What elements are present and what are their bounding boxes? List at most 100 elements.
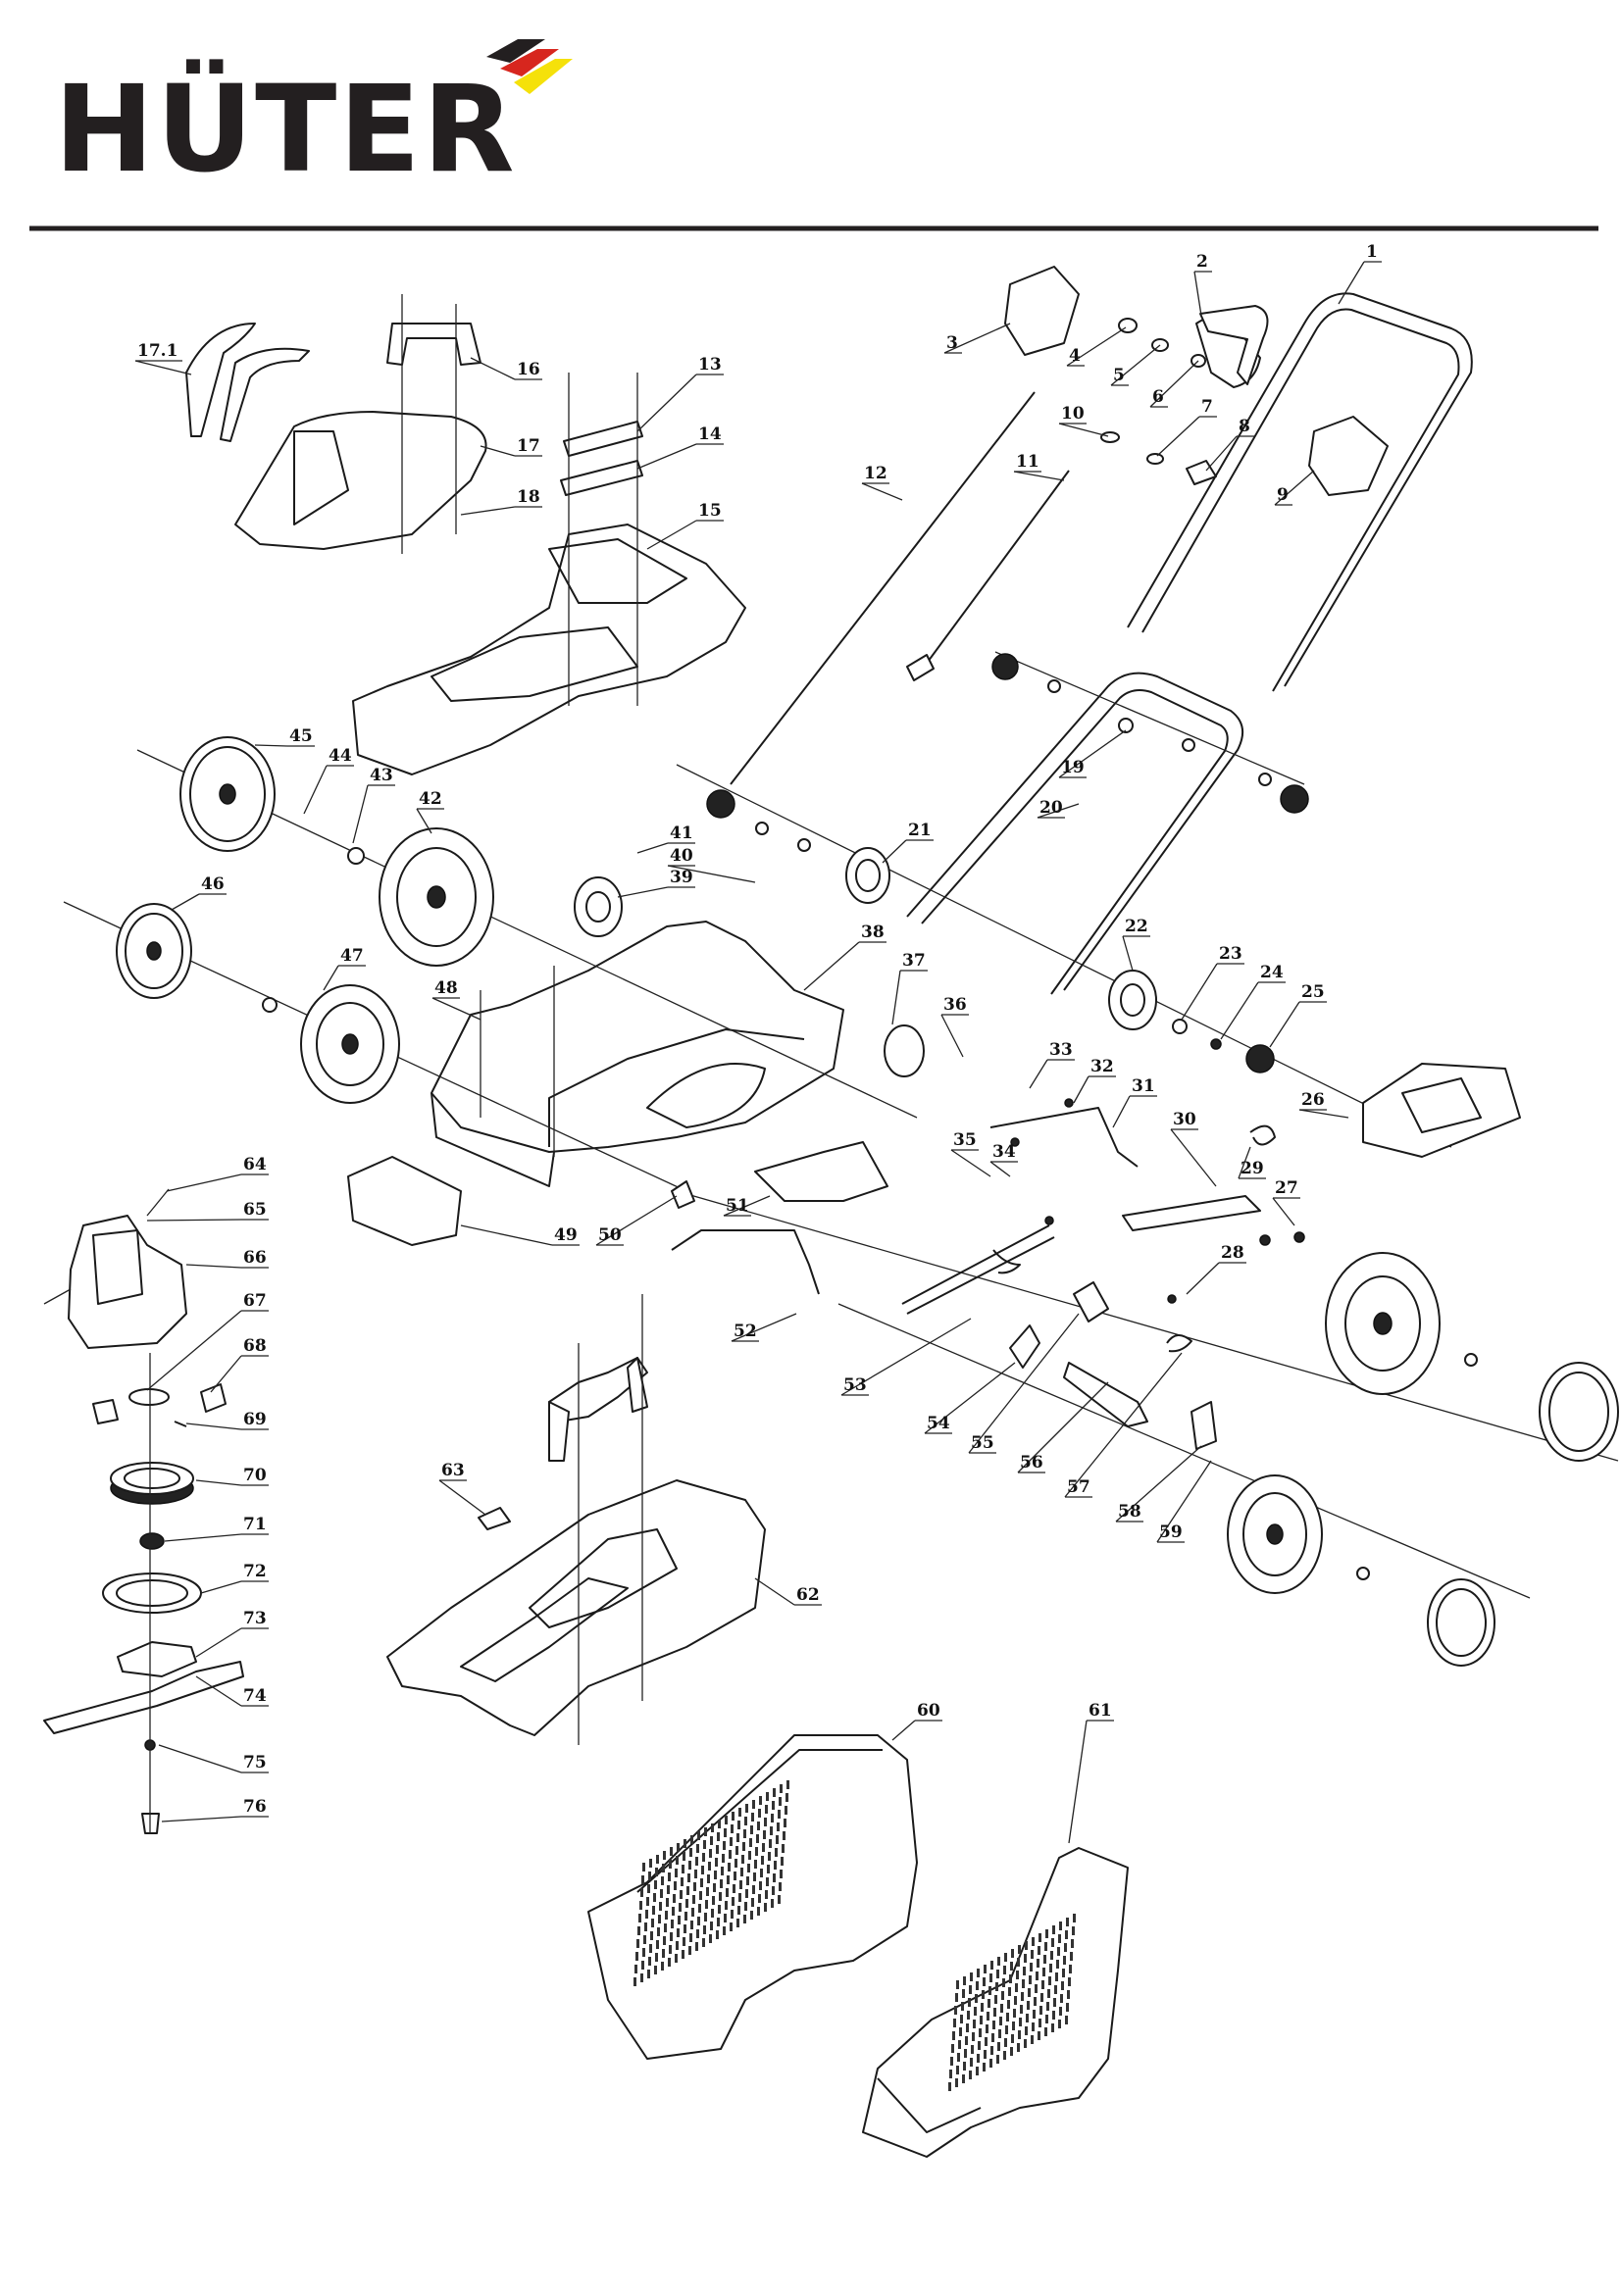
callout-number: 35 [953, 1130, 977, 1150]
vent-slit [684, 1924, 686, 1933]
vent-slit [1015, 1983, 1018, 1992]
vent-slit [700, 1878, 703, 1887]
vent-slit [1032, 2022, 1035, 2031]
callout-number: 42 [419, 789, 442, 809]
vent-slit [723, 1926, 726, 1935]
vent-slit [690, 1921, 693, 1929]
callout-16: 16 [470, 357, 542, 380]
leader-line [1170, 1128, 1217, 1187]
callout-5: 5 [1110, 344, 1161, 386]
callout-60: 60 [891, 1701, 942, 1741]
callout-number: 10 [1061, 404, 1085, 424]
callout-number: 12 [864, 464, 887, 483]
vent-slit [752, 1800, 755, 1809]
vent-slit [1071, 1939, 1074, 1948]
strip-14-part [560, 460, 643, 496]
vent-slit [704, 1827, 707, 1836]
vent-slit [1069, 1965, 1072, 1973]
callout-50: 50 [595, 1195, 678, 1246]
leader-line [1149, 360, 1199, 408]
vent-slit [674, 1881, 677, 1890]
wheel-47 [300, 984, 400, 1104]
callout-2: 2 [1193, 252, 1212, 317]
vent-slit [785, 1793, 788, 1802]
vent-slit [1009, 1974, 1012, 1983]
callout-number: 13 [698, 355, 722, 374]
callout-75: 75 [158, 1744, 269, 1773]
lower-handle-part [906, 672, 1244, 991]
vent-slit [983, 2063, 986, 2071]
leader-line [1338, 261, 1365, 305]
vent-slit [683, 1937, 685, 1946]
vent-slit [710, 1922, 713, 1930]
callout-number: 48 [434, 978, 458, 998]
vent-slit [962, 1989, 965, 1998]
leader-line [1115, 1445, 1202, 1522]
callout-3: 3 [943, 323, 1011, 354]
vent-slit [766, 1877, 769, 1886]
vent-slit [641, 1961, 644, 1970]
vent-slit [997, 1957, 1000, 1966]
vent-slit [695, 1857, 698, 1866]
height-wheel-22 [1108, 970, 1157, 1030]
vent-slit [1036, 1972, 1038, 1980]
vent-slit [967, 2011, 970, 2020]
trim-part [185, 323, 256, 437]
vent-slit [706, 1887, 709, 1896]
vent-slit [707, 1874, 710, 1883]
vent-slit [962, 2074, 965, 2083]
vent-slit [691, 1908, 694, 1917]
vent-slit [642, 1863, 645, 1872]
vent-slit [999, 2017, 1002, 2025]
callout-number: 53 [843, 1375, 867, 1395]
leader-line [438, 1479, 486, 1516]
vent-slit [1038, 1933, 1041, 1942]
callout-number: 40 [670, 846, 693, 866]
callout-27: 27 [1272, 1178, 1300, 1226]
vent-slit [782, 1844, 785, 1853]
vent-slit [728, 1863, 731, 1872]
vent-slit [764, 1818, 767, 1826]
vent-slit [730, 1922, 733, 1931]
callout-number: 67 [243, 1291, 267, 1311]
vent-slit [986, 2024, 988, 2033]
vent-slit [721, 1867, 724, 1875]
vent-slit [725, 1816, 728, 1824]
vent-slit [692, 1895, 695, 1904]
vent-slit [647, 1970, 650, 1978]
leader-line [1073, 1075, 1089, 1104]
vent-slit [973, 2020, 976, 2028]
vent-slit [709, 1849, 712, 1858]
bearing-71 [139, 1532, 165, 1550]
vent-slit [1018, 1945, 1021, 1954]
callout-65: 65 [146, 1200, 269, 1222]
vent-slit [956, 2066, 959, 2074]
vent-slit [969, 1985, 972, 1994]
vent-slit [778, 1810, 781, 1819]
vent-slit [717, 1918, 720, 1926]
leader-line [195, 1479, 242, 1486]
vent-slit [989, 1973, 992, 1982]
callout-55: 55 [968, 1313, 1080, 1454]
callout-number: 27 [1275, 1178, 1298, 1198]
callout-number: 59 [1159, 1522, 1183, 1542]
vent-slit [783, 1831, 785, 1840]
vent-slit [766, 1792, 769, 1801]
vent-slit [1073, 1914, 1076, 1922]
callout-61: 61 [1068, 1701, 1114, 1844]
wheel-front-right [1227, 1474, 1323, 1594]
vent-slit [696, 1929, 699, 1938]
vent-slit [1011, 1949, 1014, 1958]
vent-slit [1059, 1922, 1062, 1930]
vent-slit [720, 1879, 723, 1888]
vent-slit [975, 1994, 978, 2003]
callout-number: 64 [243, 1155, 267, 1174]
callout-69: 69 [185, 1410, 269, 1430]
leader-line [460, 506, 516, 516]
vent-slit [693, 1882, 696, 1891]
leader-line [1193, 271, 1202, 317]
vent-slit [1060, 1994, 1063, 2003]
vent-slit [694, 1870, 697, 1878]
leader-line [1298, 1109, 1349, 1119]
callout-13: 13 [636, 355, 724, 432]
